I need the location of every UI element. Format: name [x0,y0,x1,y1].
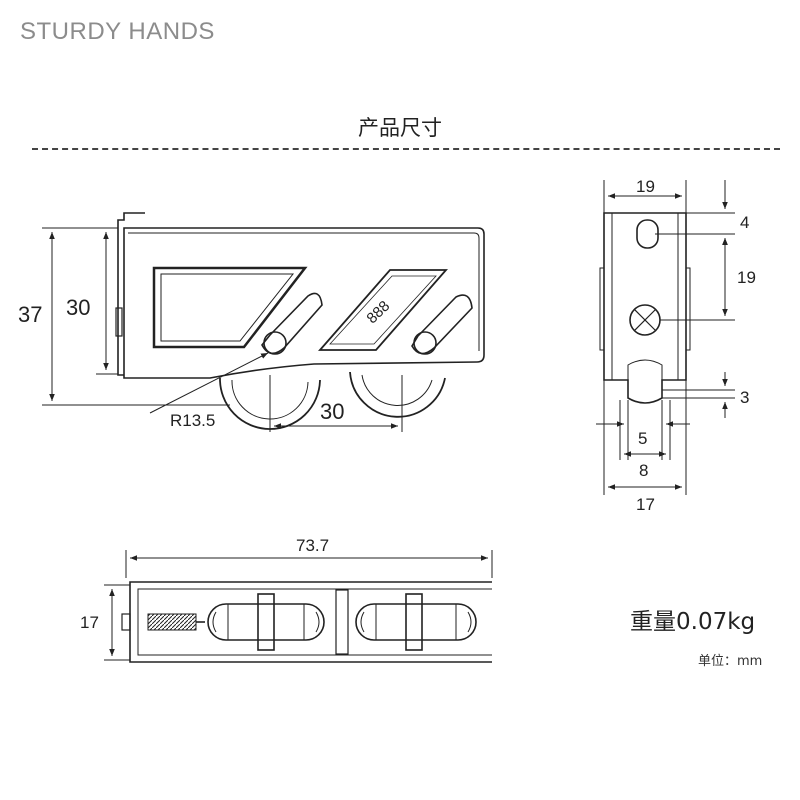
top-right-wheel [355,593,477,651]
unit-note: 单位：mm [698,654,763,669]
section-title: 产品尺寸 [358,116,442,140]
top-view [121,581,492,663]
top-dimensions [104,550,493,661]
side-window [152,266,308,349]
dim-width-total: 17 [636,495,655,514]
dim-groove-depth: 3 [740,388,749,407]
dim-slot-to-axle: 19 [737,268,756,287]
end-view [599,212,691,404]
title-divider [32,148,780,150]
brand-watermark: STURDY HANDS [20,18,215,45]
dim-top-length: 73.7 [296,536,329,555]
dim-groove-inner: 5 [638,429,647,448]
end-dimensions [596,180,735,495]
adjust-screw [147,613,197,631]
dim-wheel-radius: R13.5 [170,411,215,430]
right-axle [413,331,437,355]
top-left-wheel [207,593,325,651]
side-view: 888 [115,212,485,430]
left-axle [263,331,287,355]
dim-slot-offset: 4 [740,213,749,232]
dim-height-body: 30 [66,295,90,320]
marking-plate [318,269,448,351]
hook-tab [117,212,145,376]
end-slot [636,219,659,249]
dim-top-width: 17 [80,613,99,632]
side-dimensions [42,227,403,432]
left-wheel [219,377,321,430]
side-body [123,227,485,379]
dim-wheel-spacing: 30 [320,399,344,424]
end-body [603,212,687,404]
weight-label: 重量0.07kg [630,609,756,635]
side-slot-right [411,294,473,355]
dim-width-top: 19 [636,177,655,196]
right-wheel [349,371,446,418]
dim-groove-outer: 8 [639,461,648,480]
dim-height-total: 37 [18,302,42,327]
